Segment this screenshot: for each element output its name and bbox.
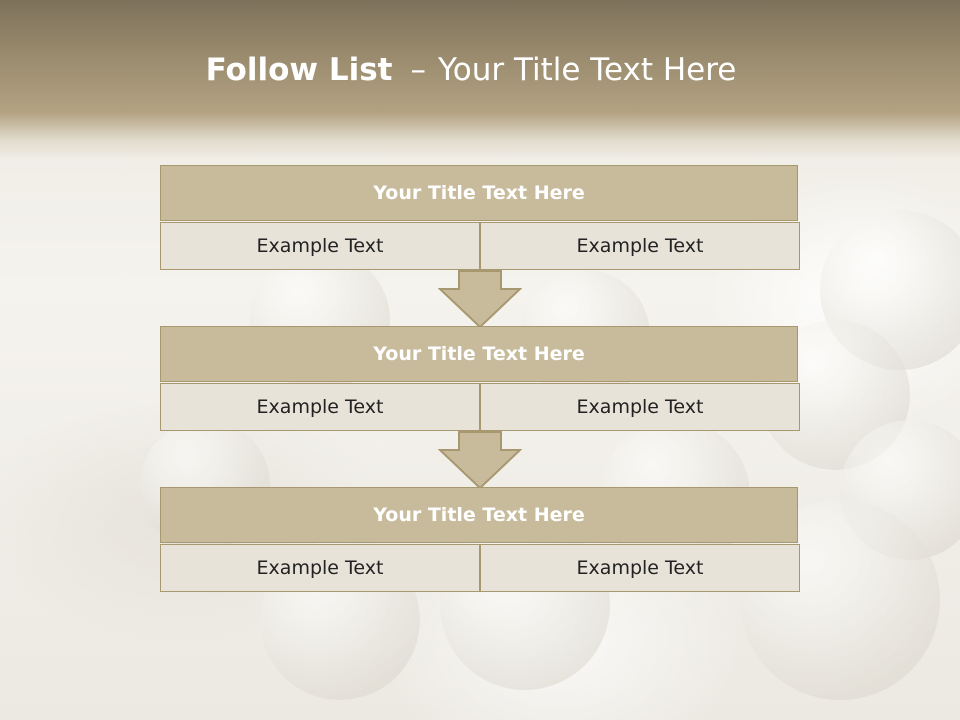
step-3-right-cell: Example Text — [480, 544, 800, 592]
step-1-right-cell: Example Text — [480, 222, 800, 270]
step-block-2: Your Title Text Here Example Text Exampl… — [160, 326, 800, 432]
step-block-3: Your Title Text Here Example Text Exampl… — [160, 487, 800, 593]
step-1-left-cell: Example Text — [160, 222, 480, 270]
step-3-left-cell: Example Text — [160, 544, 480, 592]
step-block-1: Your Title Text Here Example Text Exampl… — [160, 165, 800, 271]
step-2-heading: Your Title Text Here — [160, 326, 798, 382]
slide-title: Follow List–Your Title Text Here — [0, 52, 942, 88]
down-arrow-icon — [438, 270, 522, 328]
header-band — [0, 0, 960, 160]
down-arrow-icon — [438, 431, 522, 489]
slide-title-bold: Follow List — [205, 52, 393, 88]
step-1-heading: Your Title Text Here — [160, 165, 798, 221]
step-2-right-cell: Example Text — [480, 383, 800, 431]
step-2-left-cell: Example Text — [160, 383, 480, 431]
slide-title-separator: – — [410, 52, 426, 88]
slide-title-rest: Your Title Text Here — [437, 52, 737, 88]
step-3-heading: Your Title Text Here — [160, 487, 798, 543]
